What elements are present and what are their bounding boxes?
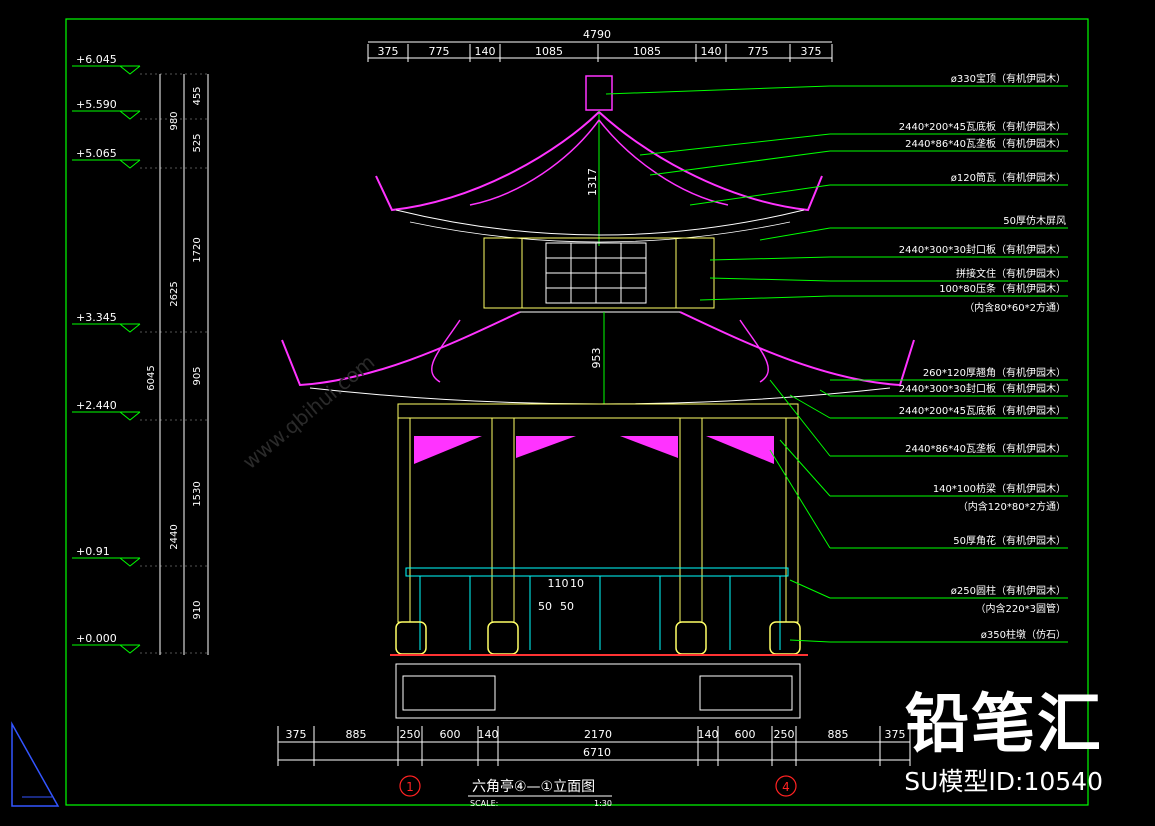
column-bases (395, 621, 801, 655)
bottom-dim-segment: 140 (698, 728, 719, 741)
plinth (395, 663, 801, 719)
vertical-dim-inner: 910 (192, 600, 203, 619)
material-label: （内含120*80*2方通） (958, 500, 1066, 513)
dim-rail-top2: 10 (570, 577, 584, 590)
material-label: 100*80压条（有机伊园木） (939, 282, 1066, 295)
top-dim-segment: 375 (801, 45, 822, 58)
dim-rail-bottom: 50 (538, 600, 552, 613)
scale-value: 1:30 (594, 799, 612, 808)
vertical-dim-inner: 1530 (192, 481, 203, 506)
vertical-dim-mid: 2625 (169, 281, 180, 306)
top-dim-segment: 375 (378, 45, 399, 58)
material-label: 50厚仿木屏风 (1003, 214, 1066, 227)
bottom-dim-segment: 250 (774, 728, 795, 741)
dim-rail-bottom2: 50 (560, 600, 574, 613)
material-label: 2440*86*40瓦垄板（有机伊园木） (905, 442, 1066, 455)
axis-marker-1-label: 1 (406, 780, 414, 794)
bottom-dim-segment: 140 (478, 728, 499, 741)
vertical-dim-mid: 2440 (169, 524, 180, 549)
bottom-dim-segment: 600 (440, 728, 461, 741)
eave-board (397, 403, 799, 419)
axis-marker-4-label: 4 (782, 780, 790, 794)
top-dim-segment: 775 (429, 45, 450, 58)
elevation-label: +0.000 (76, 632, 117, 645)
vertical-dim-mid: 980 (169, 111, 180, 130)
elevation-label: +6.045 (76, 53, 117, 66)
watermark: 铅笔汇 SU模型ID:10540 (904, 690, 1103, 798)
bottom-dim-segment: 885 (828, 728, 849, 741)
top-dimension-segments: 375 775 140 1085 1085 140 775 375 (367, 44, 833, 62)
corner-brackets (414, 436, 774, 464)
material-label: 260*120厚翘角（有机伊园木） (923, 366, 1066, 379)
material-label: ø330宝顶（有机伊园木） (951, 72, 1066, 85)
top-dim-segment: 1085 (535, 45, 563, 58)
elevation-label: +2.440 (76, 399, 117, 412)
vertical-dimension-lines (159, 74, 209, 655)
material-labels: ø330宝顶（有机伊园木） 2440*200*45瓦底板（有机伊园木） 2440*8… (605, 72, 1068, 643)
material-label: ø120筒瓦（有机伊园木） (951, 171, 1066, 184)
vertical-dim-inner: 905 (192, 366, 203, 385)
material-label: 2440*300*30封口板（有机伊园木） (899, 243, 1066, 256)
bottom-dim-segment: 250 (400, 728, 421, 741)
pavilion-structure (281, 75, 915, 719)
elevation-label: +3.345 (76, 311, 117, 324)
bottom-total-dim: 6710 (583, 746, 611, 759)
drawing-title: 六角亭④—①立面图 (472, 778, 595, 795)
top-dim-segment: 140 (475, 45, 496, 58)
material-label: ø250圆柱（有机伊园木） (951, 584, 1066, 597)
material-label: 2440*200*45瓦底板（有机伊园木） (899, 404, 1066, 417)
top-total-dim: 4790 (583, 28, 611, 41)
bottom-dim-segment: 600 (735, 728, 756, 741)
elevation-label: +5.065 (76, 147, 117, 160)
top-dimension-chain (368, 41, 832, 59)
elevation-markers: +6.045 +5.590 +5.065 +3.345 +2.440 +0.91 +0.00… (72, 53, 210, 654)
top-dim-segment: 1085 (633, 45, 661, 58)
material-label: 2440*200*45瓦底板（有机伊园木） (899, 120, 1066, 133)
upper-roof (375, 111, 823, 243)
material-label: 2440*86*40瓦垄板（有机伊园木） (905, 137, 1066, 150)
watermark-model-id: SU模型ID:10540 (904, 767, 1103, 796)
material-label: 140*100枋梁（有机伊园木） (933, 482, 1066, 495)
material-label: 2440*300*30封口板（有机伊园木） (899, 382, 1066, 395)
bench-rail (405, 567, 789, 650)
vertical-dim-inner: 525 (192, 133, 203, 152)
material-label: （内含80*60*2方通） (964, 301, 1066, 314)
top-dim-segment: 140 (701, 45, 722, 58)
material-label: ø350柱墩（仿石） (981, 628, 1066, 641)
bottom-dimension-chain (278, 741, 910, 761)
bottom-dim-segment: 375 (885, 728, 906, 741)
scale-label: SCALE: (470, 799, 498, 808)
axis-marker-1: 1 (399, 775, 421, 797)
dim-rail-top: 110 (548, 577, 569, 590)
axis-marker-4: 4 (775, 775, 797, 797)
bottom-dim-segment: 375 (286, 728, 307, 741)
material-label: 50厚角花（有机伊园木） (953, 534, 1066, 547)
bottom-dim-segment: 885 (346, 728, 367, 741)
upper-lattice (483, 237, 715, 309)
triangle-marker-icon (11, 721, 60, 807)
elevation-label: +0.91 (76, 545, 110, 558)
top-dim-segment: 775 (748, 45, 769, 58)
dim-lower-roof: 953 (590, 348, 603, 369)
finial (585, 75, 613, 111)
bottom-dim-segment: 2170 (584, 728, 612, 741)
material-label: （内含220*3圆管） (976, 602, 1066, 615)
site-watermark: www.qbihui.com (238, 350, 379, 474)
bottom-dimension-segments: 375 885 250 600 140 2170 140 600 250 885 375 (277, 726, 911, 766)
vertical-dim-inner: 455 (192, 86, 203, 105)
vertical-dim-inner: 1720 (192, 237, 203, 262)
material-label: 拼接文住（有机伊园木） (956, 267, 1066, 280)
dim-upper-roof: 1317 (586, 168, 599, 196)
elevation-label: +5.590 (76, 98, 117, 111)
watermark-brand: 铅笔汇 (905, 688, 1103, 762)
vertical-dim-outer: 6045 (146, 365, 157, 390)
vertical-dimension-texts: 455 525 1720 905 1530 910 980 2625 2440 6045 (146, 86, 203, 619)
drawing-frame (65, 18, 1089, 806)
